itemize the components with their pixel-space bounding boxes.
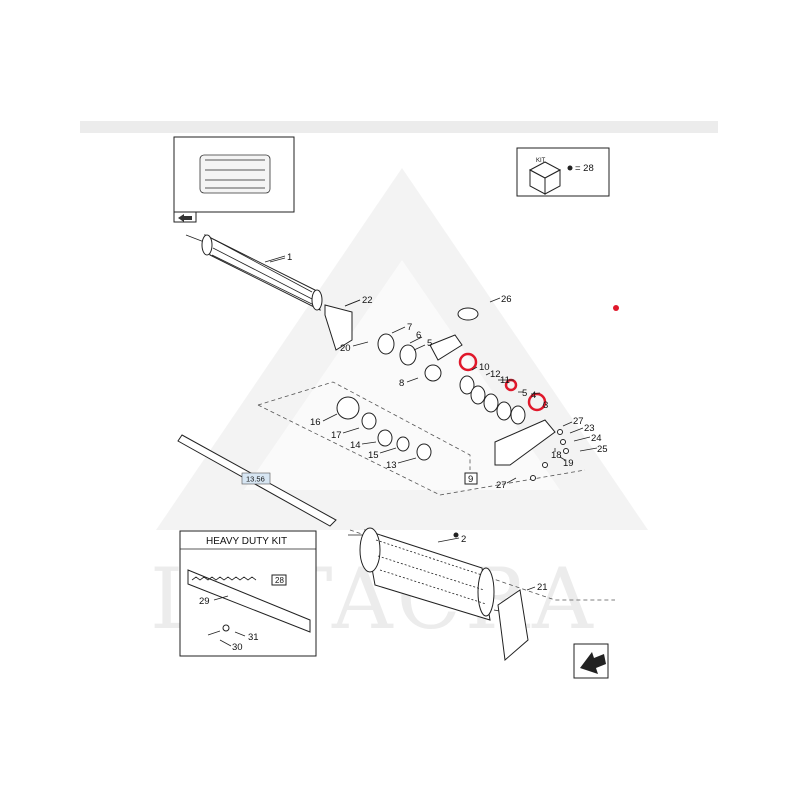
kit-equals-text: = 28 — [575, 163, 594, 174]
kit-cube-icon — [528, 161, 562, 195]
callout-23: 23 — [584, 423, 595, 434]
bearing-parts — [336, 307, 569, 481]
callout-17: 17 — [331, 430, 342, 441]
callout-2: 2 — [461, 534, 466, 545]
callout-14: 14 — [350, 440, 361, 451]
ref-box[interactable] — [241, 472, 271, 485]
kit-label: KIT — [536, 158, 546, 164]
callout-27b: 27 — [496, 480, 507, 491]
callout-19: 19 — [563, 458, 574, 469]
callout-5b: 5 — [522, 388, 527, 399]
callout-20: 20 — [340, 343, 351, 354]
callout-27a: 27 — [573, 416, 584, 427]
callout-31: 31 — [248, 632, 259, 643]
callout-21: 21 — [537, 582, 548, 593]
callout-16: 16 — [310, 417, 321, 428]
heavy-duty-kit-panel — [179, 530, 317, 657]
callout-15: 15 — [368, 450, 379, 461]
bracket-22 — [324, 304, 353, 351]
highlight-dot — [613, 305, 619, 311]
callout-8: 8 — [399, 378, 404, 389]
dashed-guide-1 — [257, 381, 471, 470]
boxed-callout-9-box — [464, 472, 478, 485]
callout-25: 25 — [597, 444, 608, 455]
callout-3: 3 — [543, 400, 548, 411]
heavy-duty-kit-title: HEAVY DUTY KIT — [206, 536, 287, 547]
top-band — [80, 121, 718, 133]
callout-29: 29 — [199, 596, 210, 607]
boxed-callout-9: 9 — [468, 474, 473, 485]
callout-30: 30 — [232, 642, 243, 653]
upper-roller — [185, 234, 323, 311]
callout-5a: 5 — [427, 338, 432, 349]
navigate-arrow-icon[interactable] — [573, 643, 609, 679]
ref-box-label: 13.56 — [246, 475, 265, 484]
callout-22: 22 — [362, 295, 373, 306]
callout-24: 24 — [591, 433, 602, 444]
callout-10: 10 — [479, 362, 490, 373]
callout-7: 7 — [407, 322, 412, 333]
assembly-thumbnail-icon[interactable] — [173, 136, 295, 223]
highlight-marker-10[interactable] — [458, 352, 478, 372]
callout-6: 6 — [416, 330, 421, 341]
callout-1: 1 — [287, 252, 292, 263]
dashed-guide-2 — [257, 404, 586, 496]
callout-26: 26 — [501, 294, 512, 305]
lower-drum — [348, 527, 506, 621]
callout-12: 12 — [490, 369, 501, 380]
end-plate-21 — [497, 589, 529, 661]
callout-labels: 1 22 20 7 6 5 8 10 12 11 5 4 3 26 16 17 … — [199, 252, 608, 653]
callout-13: 13 — [386, 460, 397, 471]
boxed-callout-28: 28 — [275, 576, 284, 585]
callout-11: 11 — [500, 375, 510, 386]
callout-18: 18 — [551, 450, 562, 461]
highlight-marker-4[interactable] — [527, 392, 547, 412]
kit-legend: KIT = 28 — [516, 147, 610, 197]
callout-leaders — [213, 255, 598, 647]
callout-4: 4 — [531, 390, 536, 401]
